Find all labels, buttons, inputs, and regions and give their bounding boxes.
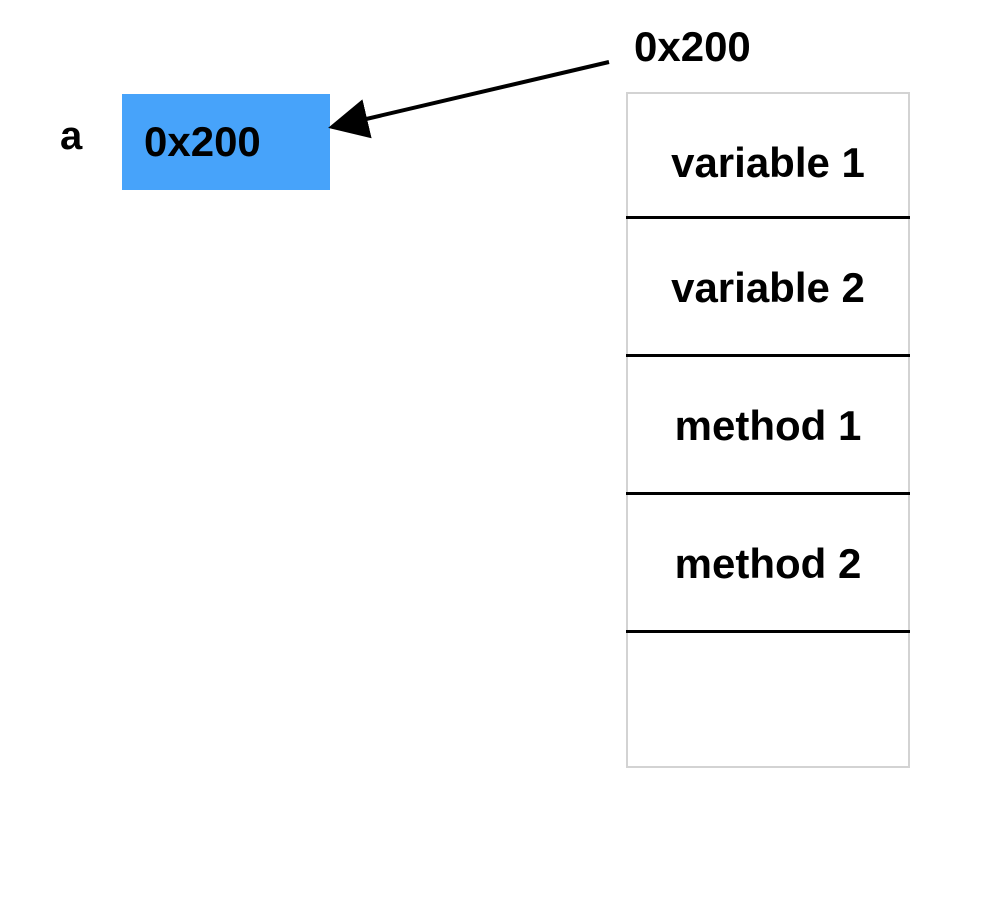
object-slot-method-1: method 1	[628, 357, 908, 495]
pointer-value-text: 0x200	[144, 118, 261, 165]
slot-divider	[626, 630, 910, 633]
object-slot-method-2: method 2	[628, 495, 908, 633]
object-slot-variable-2: variable 2	[628, 219, 908, 357]
object-address-label: 0x200	[634, 23, 751, 70]
slot-divider	[626, 492, 910, 495]
slot-label: variable 2	[671, 264, 865, 311]
object-slot-empty	[628, 633, 908, 771]
slot-label: variable 1	[671, 139, 865, 186]
slot-divider	[626, 354, 910, 357]
object-slot-variable-1: variable 1	[628, 94, 908, 232]
pointer-value-box: 0x200	[122, 94, 330, 190]
slot-label: method 2	[674, 540, 862, 587]
slot-divider	[626, 216, 910, 219]
heap-object-block: variable 1 variable 2 method 1 method 2	[626, 92, 910, 768]
arrow-line	[328, 60, 610, 139]
variable-name-label: a	[60, 114, 83, 158]
slot-label: method 1	[674, 402, 862, 449]
